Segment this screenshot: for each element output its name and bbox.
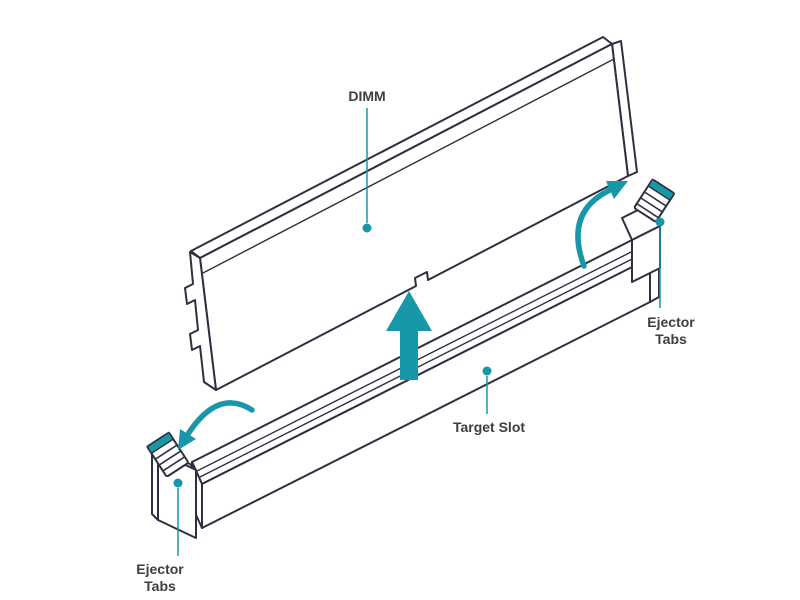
insert-direction-arrow bbox=[386, 291, 432, 380]
label-target-slot: Target Slot bbox=[453, 419, 525, 436]
ejector-tab-left-ridge-1 bbox=[154, 444, 178, 460]
label-dimm: DIMM bbox=[348, 88, 385, 105]
ejector-tab-right-ridge-1 bbox=[643, 191, 667, 207]
label-ejector-tabs-right-line2: Tabs bbox=[655, 331, 687, 347]
dimm-front-face bbox=[199, 43, 629, 391]
memory-slot bbox=[191, 235, 660, 529]
rotate-arrow-left-icon bbox=[178, 400, 255, 450]
rotate-arrow-right-head bbox=[606, 181, 628, 199]
ejector-tab-right-grip bbox=[647, 178, 676, 202]
rotate-arrow-right-icon bbox=[575, 181, 628, 269]
dimm-module bbox=[184, 36, 638, 391]
slot-groove-back-line bbox=[196, 244, 646, 472]
ejector-tab-right-ridge-3 bbox=[636, 202, 659, 219]
ejector-tab-right bbox=[633, 178, 676, 223]
label-ejector-tabs-left: Ejector Tabs bbox=[136, 561, 183, 595]
label-ejector-tabs-left-line1: Ejector bbox=[136, 561, 184, 577]
label-dimm-text: DIMM bbox=[348, 88, 386, 104]
leader-dot-ejector-right bbox=[655, 217, 665, 227]
label-ejector-tabs-right-line1: Ejector bbox=[647, 314, 695, 330]
ejector-tab-right-ridge-2 bbox=[640, 197, 663, 213]
leader-dot-dimm bbox=[362, 223, 372, 233]
label-target-slot-text: Target Slot bbox=[452, 419, 526, 435]
leader-dot-target-slot bbox=[482, 366, 492, 376]
dimm-left-edge-notches bbox=[184, 251, 217, 391]
callout-leaders bbox=[173, 108, 665, 556]
rotate-arrow-right-curve bbox=[575, 187, 613, 269]
ejector-tab-left-ridge-2 bbox=[158, 450, 182, 466]
label-ejector-tabs-right: Ejector Tabs bbox=[647, 314, 694, 348]
ejector-tab-left-ridge-3 bbox=[162, 456, 186, 472]
rotate-arrow-left-curve bbox=[185, 400, 255, 437]
slot-groove-front-line bbox=[199, 250, 649, 478]
label-ejector-tabs-left-line2: Tabs bbox=[144, 578, 176, 594]
dimm-heat-spreader-line bbox=[202, 58, 615, 274]
ejector-tab-left-grip bbox=[146, 431, 175, 455]
leader-dot-ejector-left bbox=[173, 478, 183, 488]
rotate-arrow-left-head bbox=[178, 429, 196, 450]
